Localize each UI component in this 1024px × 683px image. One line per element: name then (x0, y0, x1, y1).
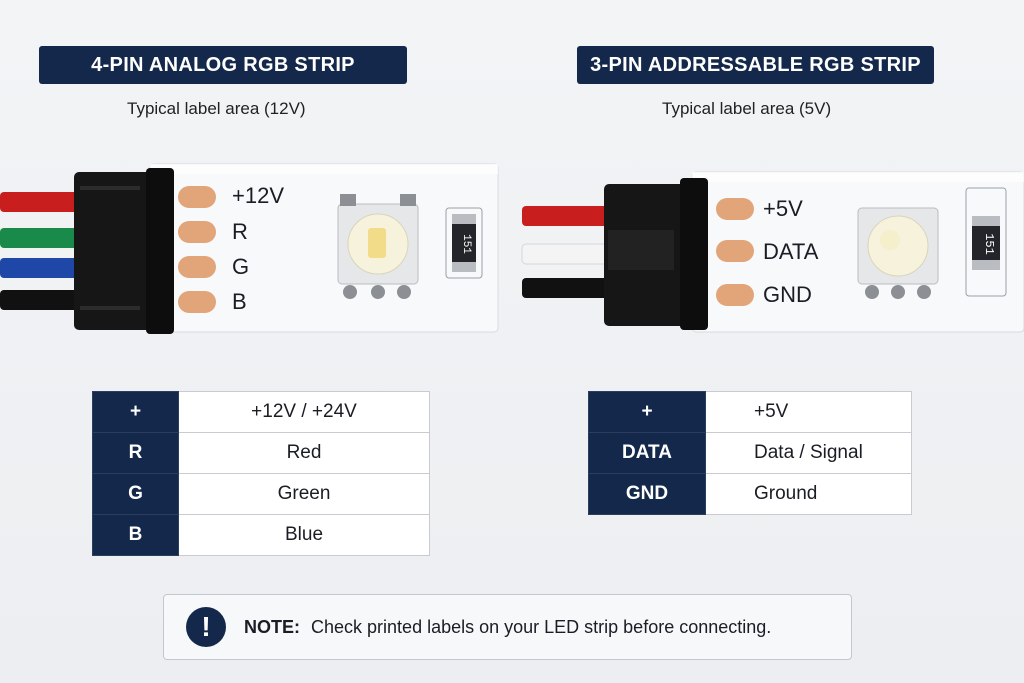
addressable-connector (604, 178, 708, 330)
pad-b (178, 291, 216, 313)
wire-black (522, 278, 612, 298)
table-row: G Green (92, 473, 430, 515)
pin-value: +12V / +24V (178, 391, 430, 433)
pin-key: G (92, 473, 179, 515)
addressable-strip-subtitle: Typical label area (5V) (662, 99, 832, 118)
addressable-pad-label-data: DATA (763, 239, 819, 264)
addressable-wires (521, 206, 613, 298)
table-row: R Red (92, 432, 430, 474)
pin-value: Data / Signal (705, 432, 912, 474)
addressable-strip-title: 3-PIN ADDRESSABLE RGB STRIP (577, 46, 934, 84)
analog-resistor: 151 (445, 207, 483, 279)
pin-key: B (92, 514, 179, 556)
pad-g (178, 256, 216, 278)
pin-value: Blue (178, 514, 430, 556)
analog-pad-label-b: B (232, 289, 247, 314)
note-message: Check printed labels on your LED strip b… (311, 617, 772, 637)
addressable-resistor: 151 (965, 187, 1007, 297)
pin-key: R (92, 432, 179, 474)
pin-key: DATA (588, 432, 706, 474)
analog-pads (178, 186, 216, 313)
pin-value: +5V (705, 391, 912, 433)
table-row: DATA Data / Signal (588, 432, 912, 474)
analog-strip-panel: 4-PIN ANALOG RGB STRIP Typical label are… (0, 46, 499, 556)
pad-r (178, 221, 216, 243)
analog-pad-label-r: R (232, 219, 248, 244)
pad-gnd (716, 284, 754, 306)
pad-data (716, 240, 754, 262)
addressable-strip-illustration: 151 (521, 171, 1024, 333)
analog-connector (74, 168, 174, 334)
note-text: NOTE: Check printed labels on your LED s… (244, 617, 771, 638)
analog-strip-subtitle: Typical label area (12V) (127, 99, 306, 118)
wire-white (521, 243, 613, 265)
table-row: GND Ground (588, 473, 912, 515)
table-row: B Blue (92, 514, 430, 556)
table-row: + +5V (588, 391, 912, 433)
wire-blue (0, 258, 80, 278)
analog-pad-label-plus12v: +12V (232, 183, 284, 208)
pin-value: Ground (705, 473, 912, 515)
addressable-pads (716, 198, 754, 306)
note-box: ! NOTE: Check printed labels on your LED… (163, 594, 852, 660)
addressable-led (857, 207, 939, 299)
addressable-pad-label-gnd: GND (763, 282, 812, 307)
exclamation-icon: ! (186, 607, 226, 647)
table-row: + +12V / +24V (92, 391, 430, 433)
wire-green (0, 228, 80, 248)
analog-pin-table: + +12V / +24V R Red G Green B Blue (92, 391, 430, 556)
wire-red (0, 192, 80, 212)
analog-strip-illustration: 151 (0, 163, 499, 334)
pad-plus5v (716, 198, 754, 220)
analog-led (337, 194, 419, 299)
analog-wires (0, 192, 80, 310)
analog-pad-label-g: G (232, 254, 250, 279)
pad-plus12v (178, 186, 216, 208)
analog-resistor-code: 151 (460, 234, 472, 254)
wire-red (522, 206, 612, 226)
addressable-resistor-code: 151 (982, 233, 996, 255)
pin-key: GND (588, 473, 706, 515)
addressable-strip-panel: 3-PIN ADDRESSABLE RGB STRIP Typical labe… (512, 0, 1024, 683)
pin-key: + (588, 391, 706, 433)
pin-value: Green (178, 473, 430, 515)
analog-strip-title: 4-PIN ANALOG RGB STRIP (39, 46, 407, 84)
addressable-pad-label-plus5v: +5V (763, 196, 803, 221)
note-label: NOTE: (244, 617, 300, 637)
addressable-pin-table: + +5V DATA Data / Signal GND Ground (588, 391, 912, 515)
pin-key: + (92, 391, 179, 433)
pin-value: Red (178, 432, 430, 474)
wire-black (0, 290, 80, 310)
